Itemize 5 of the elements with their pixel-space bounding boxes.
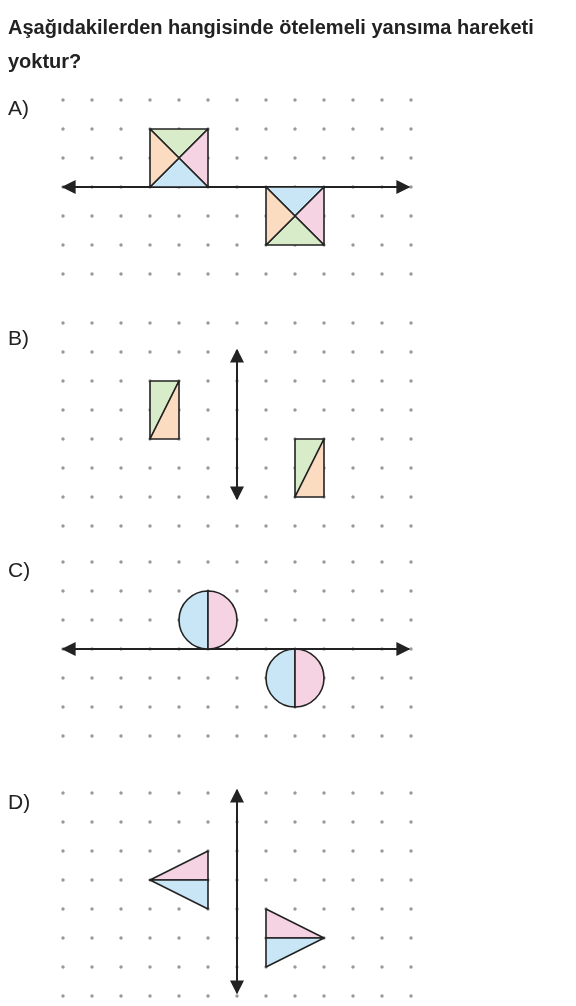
option-label: A) (8, 96, 29, 120)
option-label: D) (8, 790, 31, 814)
question-text: Aşağıdakilerden hangisinde ötelemeli yansıma hareketi yoktur? (8, 15, 535, 74)
option-label: C) (8, 558, 31, 582)
option-label: B) (8, 326, 29, 350)
